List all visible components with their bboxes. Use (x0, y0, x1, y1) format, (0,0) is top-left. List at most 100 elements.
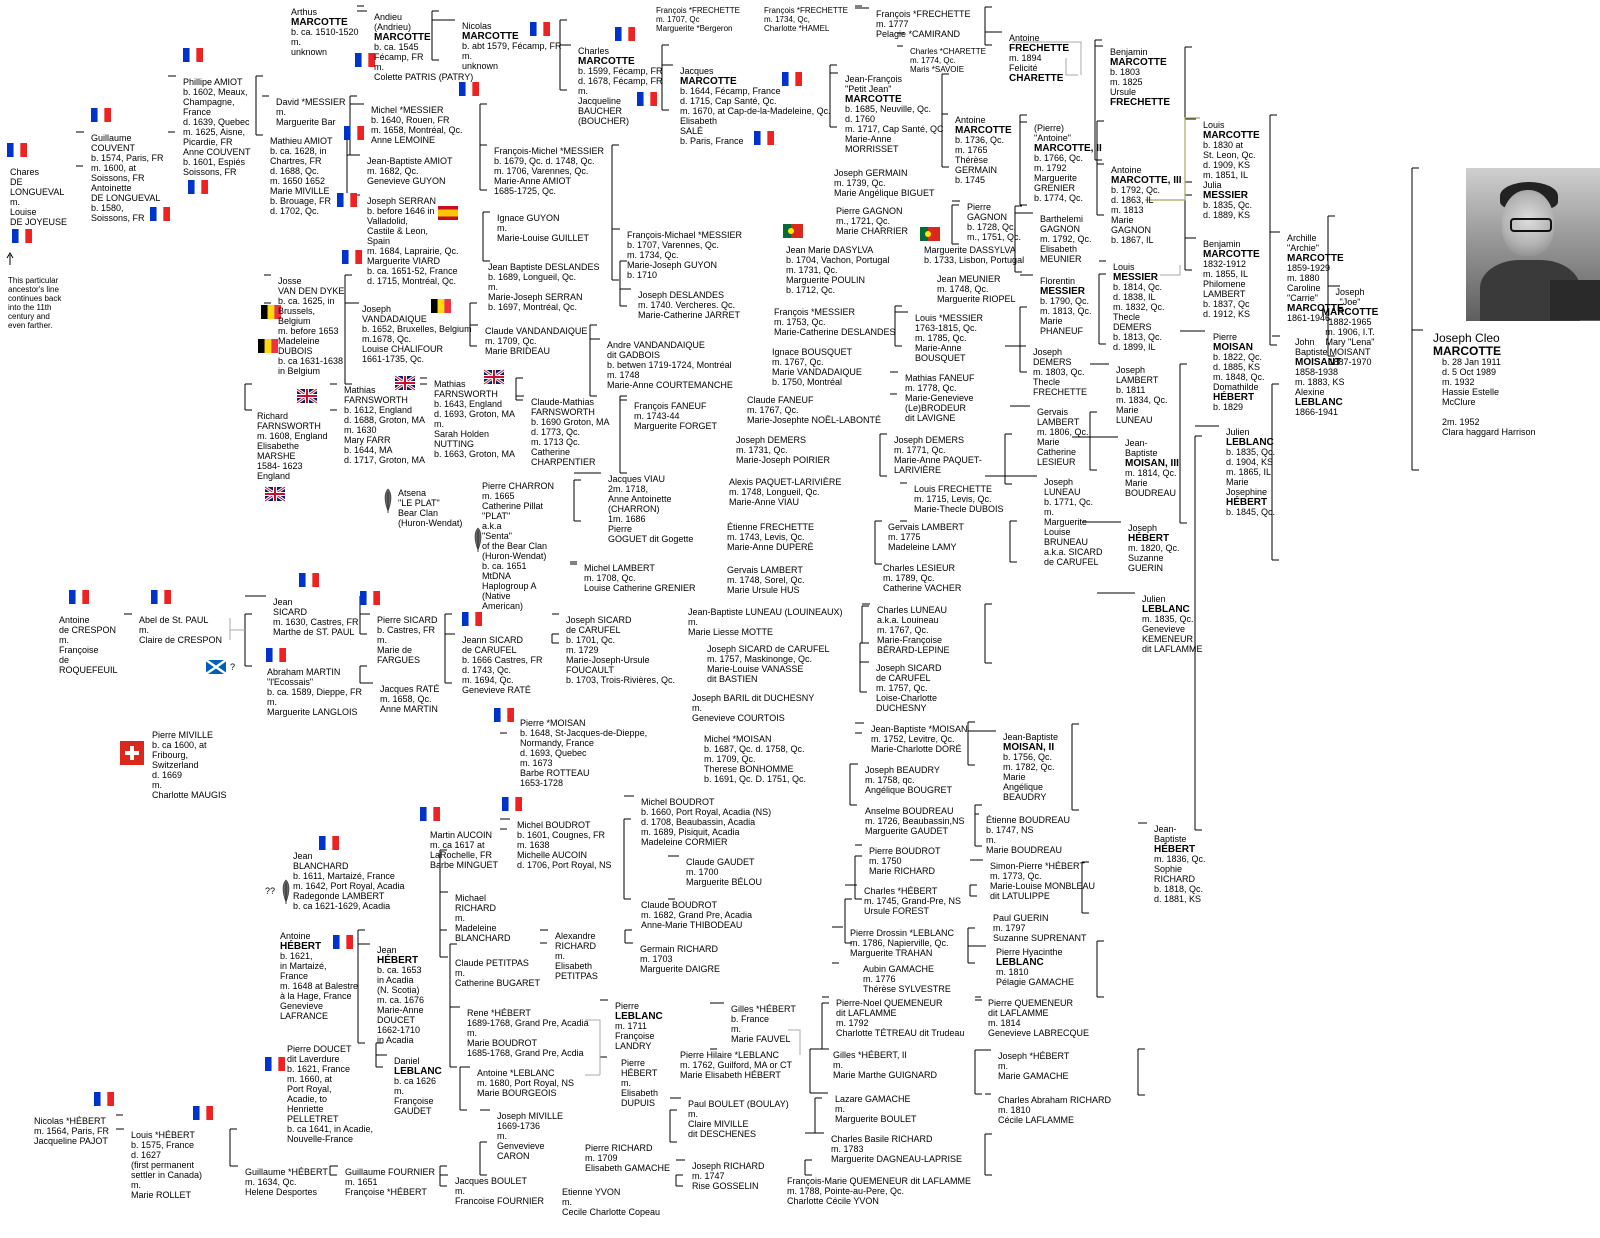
person-line: 1882-1965 (1328, 317, 1371, 327)
person-line: François-Michel *MESSIER (494, 146, 605, 156)
person-line: m., 1751, Qc. (967, 232, 1021, 242)
connector-line (479, 104, 487, 190)
person-line: b. 1814, Qc. (1113, 282, 1162, 292)
person-line: Catherine BUGARET (455, 978, 541, 988)
person-line: m. 1765 (955, 145, 988, 155)
person-line: Soissons, FR (183, 167, 237, 177)
person-line: b. 1601, Cougnes, FR (517, 830, 606, 840)
person-line: Jacques (680, 66, 714, 76)
person-line: Alexine (1295, 387, 1325, 397)
feather-icon (384, 488, 392, 513)
person-line: b. 1685, Neuville, Qc. (845, 104, 931, 114)
person-line: Ignace GUYON (497, 213, 560, 223)
person-line: d. 5 Oct 1989 (1442, 367, 1496, 377)
fr-flag-icon (183, 48, 203, 62)
person-line: Acadie, to (287, 1094, 327, 1104)
person-line: b. 1728, Qc. (967, 222, 1016, 232)
person-line: Genevieve GUYON (367, 176, 446, 186)
person-line: m. 1932 (1442, 377, 1475, 387)
person-line: "LE PLAT" (398, 498, 440, 508)
person-line: m. (998, 1061, 1008, 1071)
person-line: Marie-Joseph GUYON (627, 260, 717, 270)
person-line: Gervais LAMBERT (888, 522, 964, 532)
person-line: dit Laverdure (287, 1054, 340, 1064)
person-line: m. (621, 1078, 631, 1088)
person-line: Marie RICHARD (869, 866, 936, 876)
person-line: m. 1694, Qc. (462, 675, 514, 685)
person-line: FRECHETTE (1009, 43, 1069, 54)
connector-line (984, 1093, 991, 1175)
person-line: HÉBERT (1128, 531, 1169, 544)
connector-line (611, 145, 620, 280)
person-line: FRECHETTE (1033, 387, 1087, 397)
person-line: Anselme BOUDREAU (865, 806, 954, 816)
connector-line (264, 274, 271, 276)
person-line: RICHARD (555, 941, 597, 951)
person-line: HÉBERT (621, 1068, 658, 1078)
fr-flag-icon (12, 229, 32, 243)
person-line: m. 1836, Qc. (1154, 854, 1206, 864)
person-line: Jacques RATÉ (380, 684, 439, 694)
person-line: Charlotte TÉTREAU dit Trudeau (836, 1028, 964, 1038)
person-line: m. 1717, Cap Santé, QC (845, 124, 944, 134)
person-line: LONGUEVAL (10, 187, 64, 197)
person-line: François *FRECHETTE (656, 6, 740, 15)
person-line: Clara haggard Harrison (1442, 427, 1536, 437)
person-line: Antoine (59, 615, 90, 625)
person-line: m. 1600, at (91, 163, 137, 173)
person-line: m. 1745, Grand-Pre, NS (864, 896, 961, 906)
person-line: Charles LESIEUR (883, 563, 956, 573)
person-line: d. 1912, KS (1203, 309, 1250, 319)
portrait-desk (1550, 280, 1600, 320)
person-line: Jacques BOULET (455, 1176, 528, 1186)
person-line: Antoine (280, 931, 311, 941)
fr-flag-icon (360, 591, 380, 605)
person-line: m. 1820, Qc. (1128, 543, 1180, 553)
person-line: d. 1706, Port Royal, NS (517, 860, 612, 870)
person-line: Mary FARR (344, 435, 391, 445)
fr-flag-icon (754, 131, 774, 145)
person-line: François *MESSIER (774, 307, 856, 317)
person-line: m. (578, 86, 588, 96)
person-line: b. 1756, Qc. (1003, 752, 1052, 762)
person-line: Pierre CHARRON (482, 481, 554, 491)
person-line: m. 1703 (640, 954, 673, 964)
person-line: Antoine (1009, 33, 1040, 43)
person-line: Pierre GAGNON (836, 206, 903, 216)
connector-line (329, 1165, 338, 1175)
person-line: PELLETRET (287, 1114, 339, 1124)
person-line: unknown (291, 47, 327, 57)
person-gilles-hebert-ii: Gilles *HÉBERT, IIm.Marie Marthe GUIGNAR… (833, 1050, 938, 1080)
person-line: b. 1580, (91, 203, 124, 213)
person-line: DOUCET (377, 1015, 416, 1025)
person-line: FARGUES (377, 655, 420, 665)
person-line: Marguerite *Bergeron (656, 24, 732, 33)
fr-flag-icon (151, 590, 171, 604)
person-line: Jean (293, 851, 313, 861)
person-line: Ursule (1110, 87, 1136, 97)
connector-line (1096, 121, 1104, 215)
person-line: Joseph DESLANDES (638, 290, 724, 300)
person-line: Catherine VACHER (883, 583, 962, 593)
person-line: m. ca. 1676 (377, 995, 424, 1005)
person-line: MEUNIER (1040, 254, 1082, 264)
person-line: BAUCHER (578, 106, 623, 116)
person-line: England (257, 471, 290, 481)
person-line: m. 1880 (1287, 273, 1320, 283)
person-line: dit LAVIGNE (905, 413, 955, 423)
